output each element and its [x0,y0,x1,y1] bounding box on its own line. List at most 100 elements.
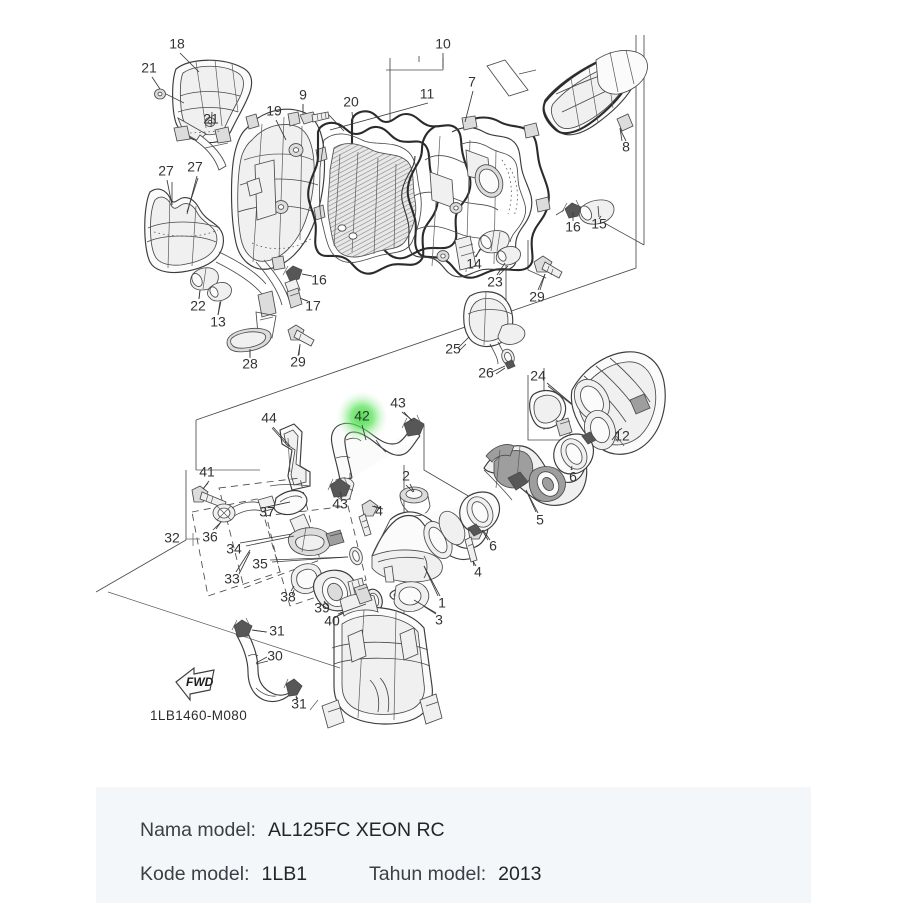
callout-label-14[interactable]: 14 [466,256,482,272]
callout-label-26[interactable]: 26 [478,365,494,381]
part-32-dashed-group-box [186,477,367,607]
part-41-bolt[interactable] [191,482,227,509]
part-16-clamp-right[interactable] [561,199,582,221]
callout-label-17[interactable]: 17 [305,298,321,314]
callout-label-16[interactable]: 16 [565,219,581,235]
callout-label-20[interactable]: 20 [343,94,359,110]
callout-label-9[interactable]: 9 [299,87,307,103]
part-6-joint-upper[interactable] [553,431,597,475]
part-29-bolt-left[interactable] [287,324,315,357]
callout-label-30[interactable]: 30 [267,648,283,664]
part-30-fuel-hose[interactable] [235,629,297,703]
part-2-intake-joint[interactable] [399,483,431,516]
callout-label-23[interactable]: 23 [487,274,503,290]
callout-label-18[interactable]: 18 [169,36,185,52]
part-34-fuel-injector[interactable] [245,513,345,556]
model-code-key: Kode model: [140,863,250,885]
callout-label-34[interactable]: 34 [226,541,242,557]
callout-label-19[interactable]: 19 [266,103,282,119]
part-5-throttle-body[interactable] [483,444,588,513]
part-8-air-intake-duct[interactable] [542,49,648,142]
callout-label-21[interactable]: 21 [203,111,219,127]
callout-label-28[interactable]: 28 [242,356,258,372]
callout-label-2[interactable]: 2 [402,468,410,484]
part-11-air-filter-element[interactable] [307,121,439,275]
part-16-clamp-left[interactable] [282,265,313,282]
callout-label-43[interactable]: 43 [332,496,348,512]
part-15-grommet[interactable] [578,199,615,225]
callout-label-36[interactable]: 36 [202,529,218,545]
callout-label-highlighted-42[interactable]: 42 [354,408,370,424]
diagram-illustration[interactable]: FWD 1LB1460-M080 [0,0,903,780]
part-26-clamp[interactable] [495,347,516,375]
callout-label-25[interactable]: 25 [445,341,461,357]
callout-label-33[interactable]: 33 [224,571,240,587]
callout-label-35[interactable]: 35 [252,556,268,572]
part-18-cover-assembly[interactable] [154,59,253,171]
callout-label-13[interactable]: 13 [210,314,226,330]
callout-label-22[interactable]: 22 [190,298,206,314]
callout-label-40[interactable]: 40 [324,613,340,629]
callout-label-15[interactable]: 15 [591,216,607,232]
callout-label-27[interactable]: 27 [158,163,174,179]
callout-label-8[interactable]: 8 [622,139,630,155]
part-25-duct-piece[interactable] [459,291,526,365]
diagram-canvas[interactable]: FWD 1LB1460-M080 [0,0,903,780]
callout-label-39[interactable]: 39 [314,600,330,616]
callout-label-6[interactable]: 6 [569,469,577,485]
callout-label-29[interactable]: 29 [290,354,306,370]
model-code-value: 1LB1 [261,863,308,885]
model-year-value: 2013 [498,863,542,885]
part-12-air-cleaner-joint[interactable] [567,351,666,455]
callout-label-29[interactable]: 29 [529,289,545,305]
part-13-bushing[interactable] [207,282,232,316]
part-43-clamp-upper[interactable] [401,411,425,437]
callout-label-38[interactable]: 38 [280,589,296,605]
part-24-joint-hose[interactable] [529,385,576,439]
callout-label-44[interactable]: 44 [261,410,277,426]
callout-label-5[interactable]: 5 [536,512,544,528]
part-9-screw[interactable] [299,104,345,132]
callout-label-3[interactable]: 3 [435,612,443,628]
part-4-bolt-left[interactable] [358,499,384,537]
callout-label-4[interactable]: 4 [474,564,482,580]
callout-label-12[interactable]: 12 [614,428,630,444]
callout-label-27[interactable]: 27 [187,159,203,175]
callout-label-24[interactable]: 24 [530,368,546,384]
callout-label-10[interactable]: 10 [435,36,451,52]
part-23-bushing[interactable] [495,246,521,276]
callout-label-1[interactable]: 1 [438,595,446,611]
part-17-sensor[interactable] [284,278,309,309]
callout-label-41[interactable]: 41 [199,464,215,480]
diagram-code-label: 1LB1460-M080 [150,708,247,723]
callout-label-6[interactable]: 6 [489,538,497,554]
callout-label-21[interactable]: 21 [141,60,157,76]
callout-label-32[interactable]: 32 [164,530,180,546]
callout-label-31[interactable]: 31 [269,623,285,639]
part-6-joint-lower[interactable] [459,491,501,541]
callout-leader-lines [151,52,627,700]
part-19-air-cleaner-case[interactable] [230,108,328,339]
callout-label-4[interactable]: 4 [375,503,383,519]
engine-crankcase[interactable] [107,581,443,729]
part-31-clamp-lower[interactable] [283,678,303,701]
model-info-panel: Nama model: AL125FC XEON RC Kode model: … [96,787,811,903]
model-year-key: Tahun model: [369,863,487,885]
part-7-air-cleaner-case-right[interactable] [401,115,551,279]
part-14-bushing[interactable] [475,230,510,258]
model-name-row: Nama model: AL125FC XEON RC [140,819,445,842]
callout-label-7[interactable]: 7 [468,74,476,90]
part-29-bolt-upper[interactable] [533,255,563,291]
callout-label-11[interactable]: 11 [420,86,435,102]
part-27-duct-cover[interactable] [144,177,267,295]
part-43-clamp-lower[interactable] [327,476,351,500]
callout-label-43[interactable]: 43 [390,395,406,411]
part-44-bracket[interactable] [269,423,311,491]
part-28-rubber-pad[interactable] [226,327,272,358]
callout-label-31[interactable]: 31 [291,696,307,712]
model-name-value: AL125FC XEON RC [267,819,445,841]
callout-label-37[interactable]: 37 [259,504,275,520]
callout-label-16[interactable]: 16 [311,272,327,288]
